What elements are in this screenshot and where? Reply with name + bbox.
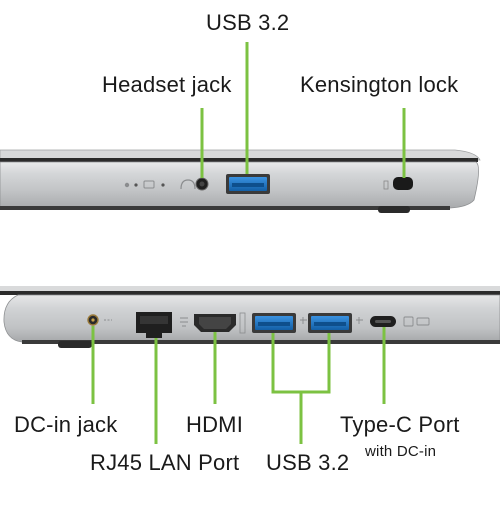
bottom-usb-label: USB 3.2 (266, 450, 350, 475)
hdmi-label: HDMI (186, 412, 244, 437)
dc-in-jack-label: DC-in jack (14, 412, 118, 437)
top-indicator-icons (124, 179, 196, 190)
bottom-callout-lines (91, 326, 386, 444)
usb-port-bottom-2 (308, 313, 363, 333)
rj45-lan-port-label: RJ45 LAN Port (90, 450, 240, 475)
rj45-lan-port (136, 312, 188, 338)
type-c-port (370, 316, 430, 327)
top-usb-label: USB 3.2 (206, 10, 290, 35)
kensington-lock-label: Kensington lock (300, 72, 459, 97)
dc-in-jack-port (87, 314, 112, 326)
type-c-subtitle: with DC-in (365, 443, 437, 460)
top-callout-lines (200, 42, 406, 178)
kensington-lock-slot (383, 177, 413, 190)
usb-port-bottom-1 (252, 313, 307, 333)
usb-port-top (226, 174, 270, 194)
headset-jack-label: Headset jack (102, 72, 232, 97)
bottom-laptop-body (0, 286, 500, 348)
type-c-port-label: Type-C Port (340, 412, 460, 437)
headset-jack-port (195, 177, 209, 191)
hdmi-port (194, 312, 246, 334)
